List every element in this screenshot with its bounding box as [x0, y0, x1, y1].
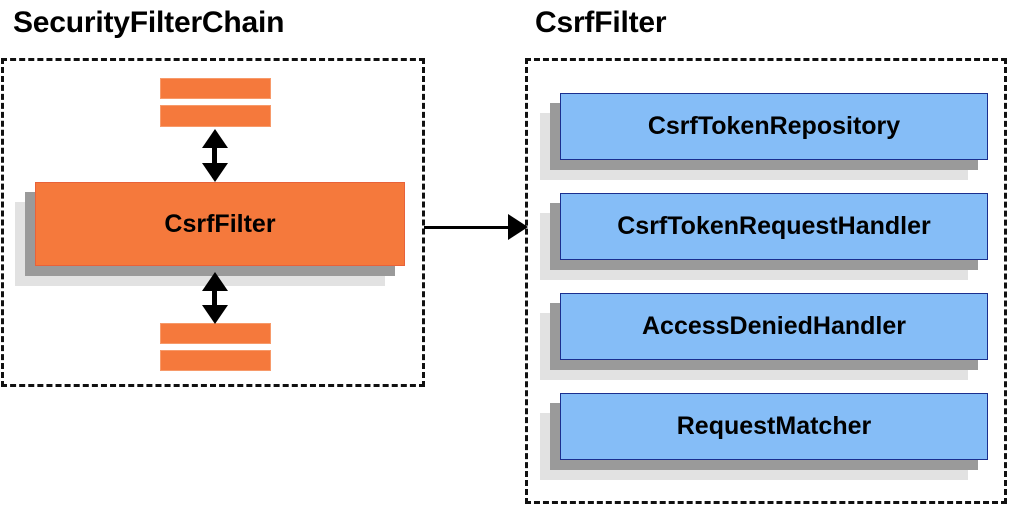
page-title-security-filter-chain: SecurityFilterChain	[13, 6, 285, 39]
filter-bar-top-1	[160, 78, 271, 99]
cross-arrow-head-right-icon	[508, 214, 528, 240]
page-title-csrf-filter: CsrfFilter	[535, 6, 667, 39]
csrf-filter-detail-panel	[525, 58, 1007, 504]
component-box-access-denied-handler[interactable]: AccessDeniedHandler	[560, 293, 988, 360]
filter-bar-bottom-1	[160, 323, 271, 344]
component-box-csrf-token-request-handler[interactable]: CsrfTokenRequestHandler	[560, 193, 988, 260]
top-arrow-head-up-icon	[202, 129, 228, 148]
component-box-label: CsrfTokenRepository	[647, 112, 901, 140]
filter-bar-top-2	[160, 105, 271, 127]
top-arrow-shaft	[212, 140, 217, 178]
component-box-label: RequestMatcher	[676, 412, 872, 440]
component-box-label: CsrfTokenRequestHandler	[617, 212, 931, 240]
component-box-request-matcher[interactable]: RequestMatcher	[560, 393, 988, 460]
component-box-csrf-token-repository[interactable]: CsrfTokenRepository	[560, 93, 988, 160]
bottom-arrow-shaft	[212, 283, 217, 316]
filter-bar-bottom-2	[160, 350, 271, 371]
bottom-arrow-head-down-icon	[202, 305, 228, 324]
csrf-filter-box-label: CsrfFilter	[164, 209, 276, 238]
security-filter-chain-panel	[1, 58, 425, 387]
cross-arrow-shaft	[424, 226, 509, 229]
component-box-label: AccessDeniedHandler	[641, 312, 906, 340]
top-arrow-head-down-icon	[202, 163, 228, 182]
bottom-arrow-head-up-icon	[202, 272, 228, 291]
csrf-filter-box[interactable]: CsrfFilter	[35, 182, 405, 266]
